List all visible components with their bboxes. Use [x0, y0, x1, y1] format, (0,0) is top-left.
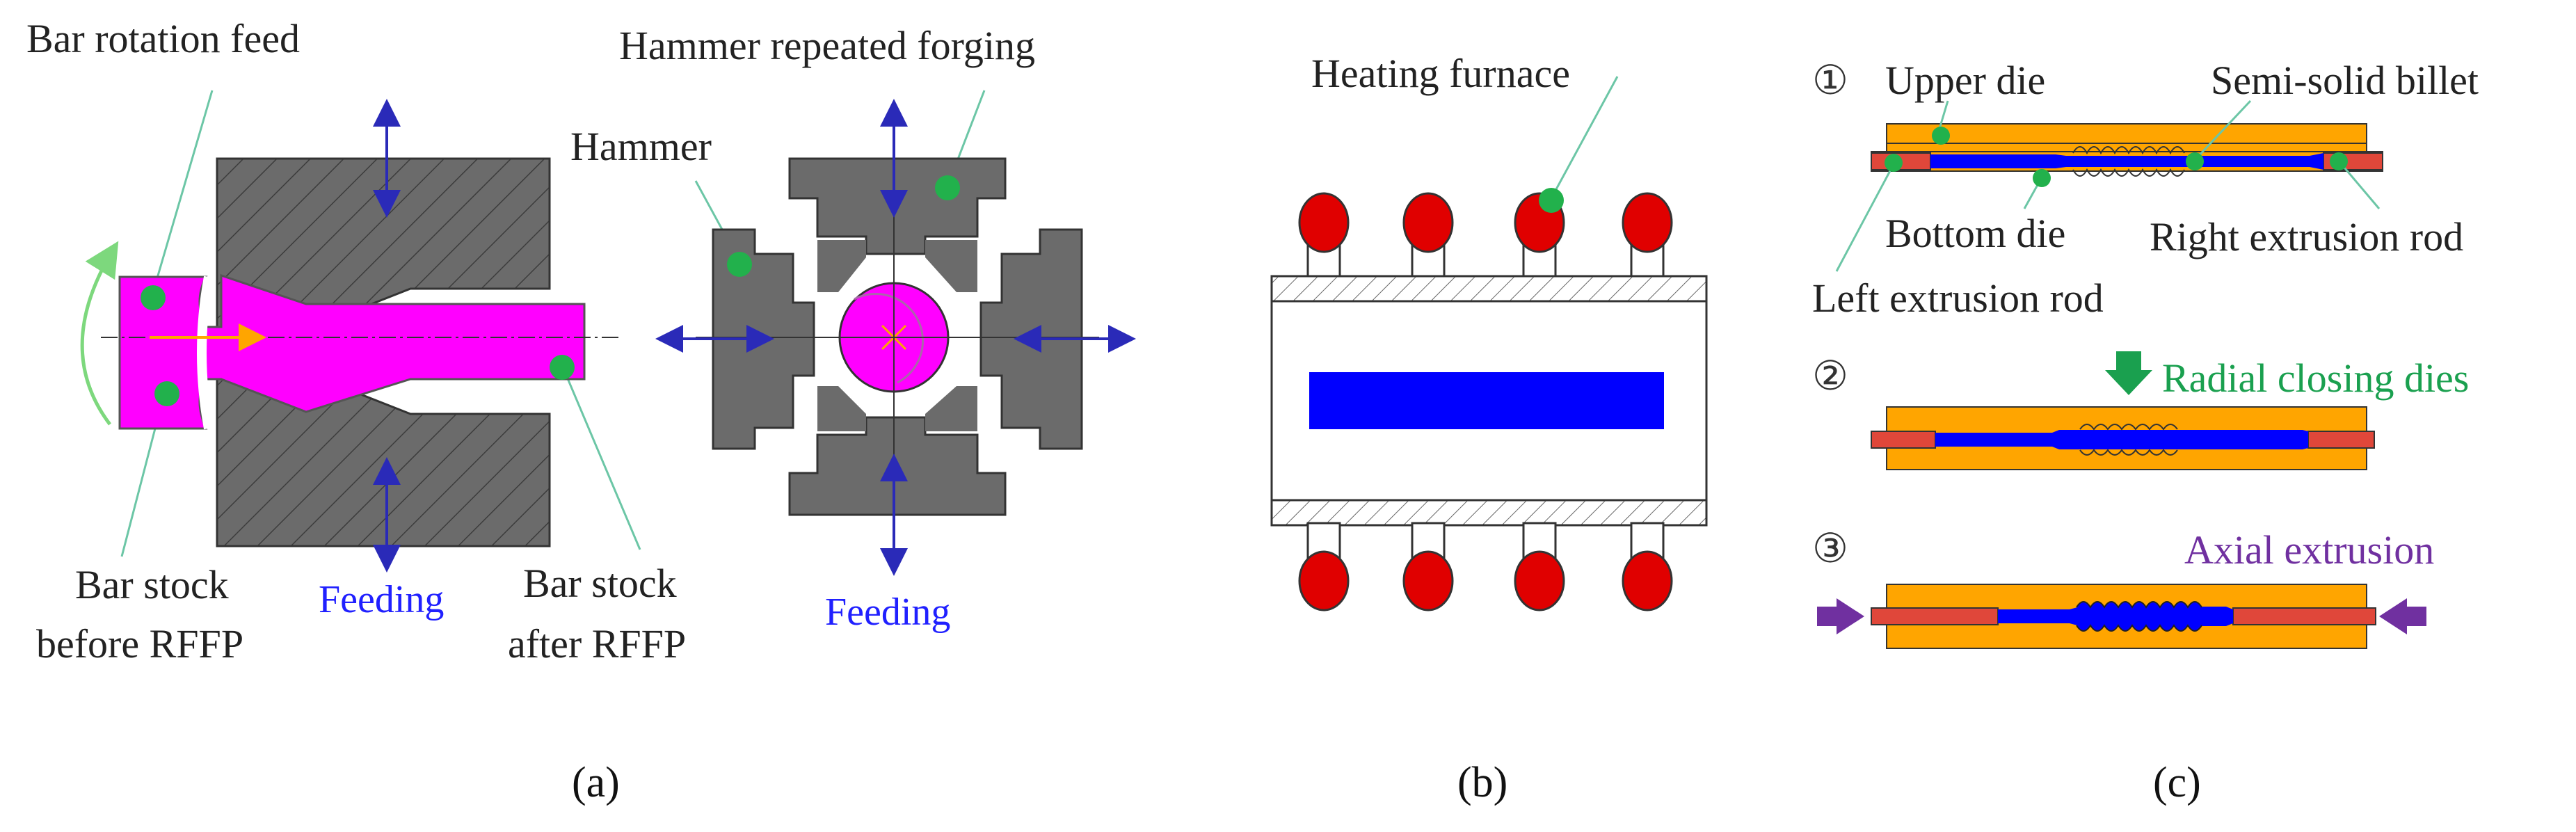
- hammer-corner: [925, 240, 977, 292]
- radial-closing-arrow: [2105, 351, 2152, 395]
- marker: [2186, 152, 2204, 170]
- label-bar-stock-after-line1: Bar stock: [523, 561, 677, 606]
- marker: [935, 175, 960, 200]
- marker: [2330, 152, 2348, 170]
- rotation-arc: [854, 292, 925, 384]
- label-bar-stock-before-line1: Bar stock: [75, 562, 229, 607]
- furnace-wall-top: [1270, 275, 1708, 303]
- label-bar-stock-before-line2: before RFFP: [36, 621, 243, 666]
- label-left-extrusion-rod: Left extrusion rod: [1812, 275, 2104, 321]
- label-bottom-die: Bottom die: [1885, 211, 2065, 256]
- hammer-corner: [925, 386, 977, 431]
- leader-line: [562, 368, 641, 550]
- label-bar-stock-after-line2: after RFFP: [508, 621, 686, 666]
- marker: [154, 381, 179, 406]
- marker: [141, 285, 166, 310]
- hammer-bottom: [788, 416, 1007, 516]
- leader-line: [152, 90, 214, 293]
- hammer-corner: [817, 240, 866, 292]
- step-2-assembly: [1871, 406, 2375, 470]
- axial-push-arrow-left: [1817, 598, 1864, 634]
- heater-row-top: [1298, 192, 1673, 280]
- panel-b: Heating furnace (b): [1270, 51, 1708, 806]
- panel-label-a: (a): [572, 759, 620, 806]
- step-1-number: ①: [1812, 58, 1848, 103]
- panel-a: Bar rotation feed Hammer repeated forgin…: [26, 16, 1136, 806]
- label-axial-extrusion: Axial extrusion: [2184, 527, 2434, 573]
- heater-row-bottom: [1298, 522, 1673, 611]
- label-heating-furnace: Heating furnace: [1311, 51, 1570, 96]
- lower-die: [216, 374, 551, 547]
- bar-stock: [118, 273, 586, 430]
- label-feeding-1: Feeding: [319, 578, 444, 621]
- step-3-number: ③: [1812, 526, 1848, 571]
- rotation-arrow: [80, 241, 119, 426]
- billet-in-furnace: [1309, 372, 1664, 429]
- label-right-extrusion-rod: Right extrusion rod: [2150, 214, 2463, 259]
- label-feeding-2: Feeding: [825, 591, 950, 634]
- hammer-corner: [817, 386, 866, 431]
- marker: [1539, 188, 1564, 213]
- panel-label-c: (c): [2153, 759, 2201, 806]
- marker: [550, 355, 575, 380]
- label-hammer: Hammer: [570, 124, 712, 169]
- furnace-wall-bottom: [1270, 499, 1708, 527]
- bar-cut-gap: [197, 275, 214, 430]
- marker: [2033, 169, 2051, 187]
- label-radial-closing-dies: Radial closing dies: [2162, 355, 2469, 401]
- label-hammer-repeated-forging: Hammer repeated forging: [619, 23, 1035, 68]
- panel-c: ① Upper die Semi-solid billet Bottom die…: [1812, 58, 2479, 806]
- label-upper-die: Upper die: [1885, 58, 2045, 103]
- leader-line: [1835, 166, 1894, 272]
- label-bar-rotation-feed: Bar rotation feed: [26, 16, 300, 61]
- hammer-top: [788, 157, 1007, 255]
- marker: [1932, 127, 1950, 145]
- leader-line: [2339, 163, 2381, 209]
- marker: [1885, 154, 1903, 172]
- leader-line: [2193, 99, 2252, 161]
- step-1-assembly: [1871, 123, 2383, 177]
- leader-line: [1550, 76, 1619, 199]
- axial-push-arrow-right: [2379, 598, 2426, 634]
- marker: [727, 252, 752, 277]
- step-2-number: ②: [1812, 353, 1848, 399]
- panel-label-b: (b): [1457, 759, 1507, 806]
- step-3-assembly: [1871, 584, 2376, 649]
- label-semi-solid-billet: Semi-solid billet: [2211, 58, 2479, 103]
